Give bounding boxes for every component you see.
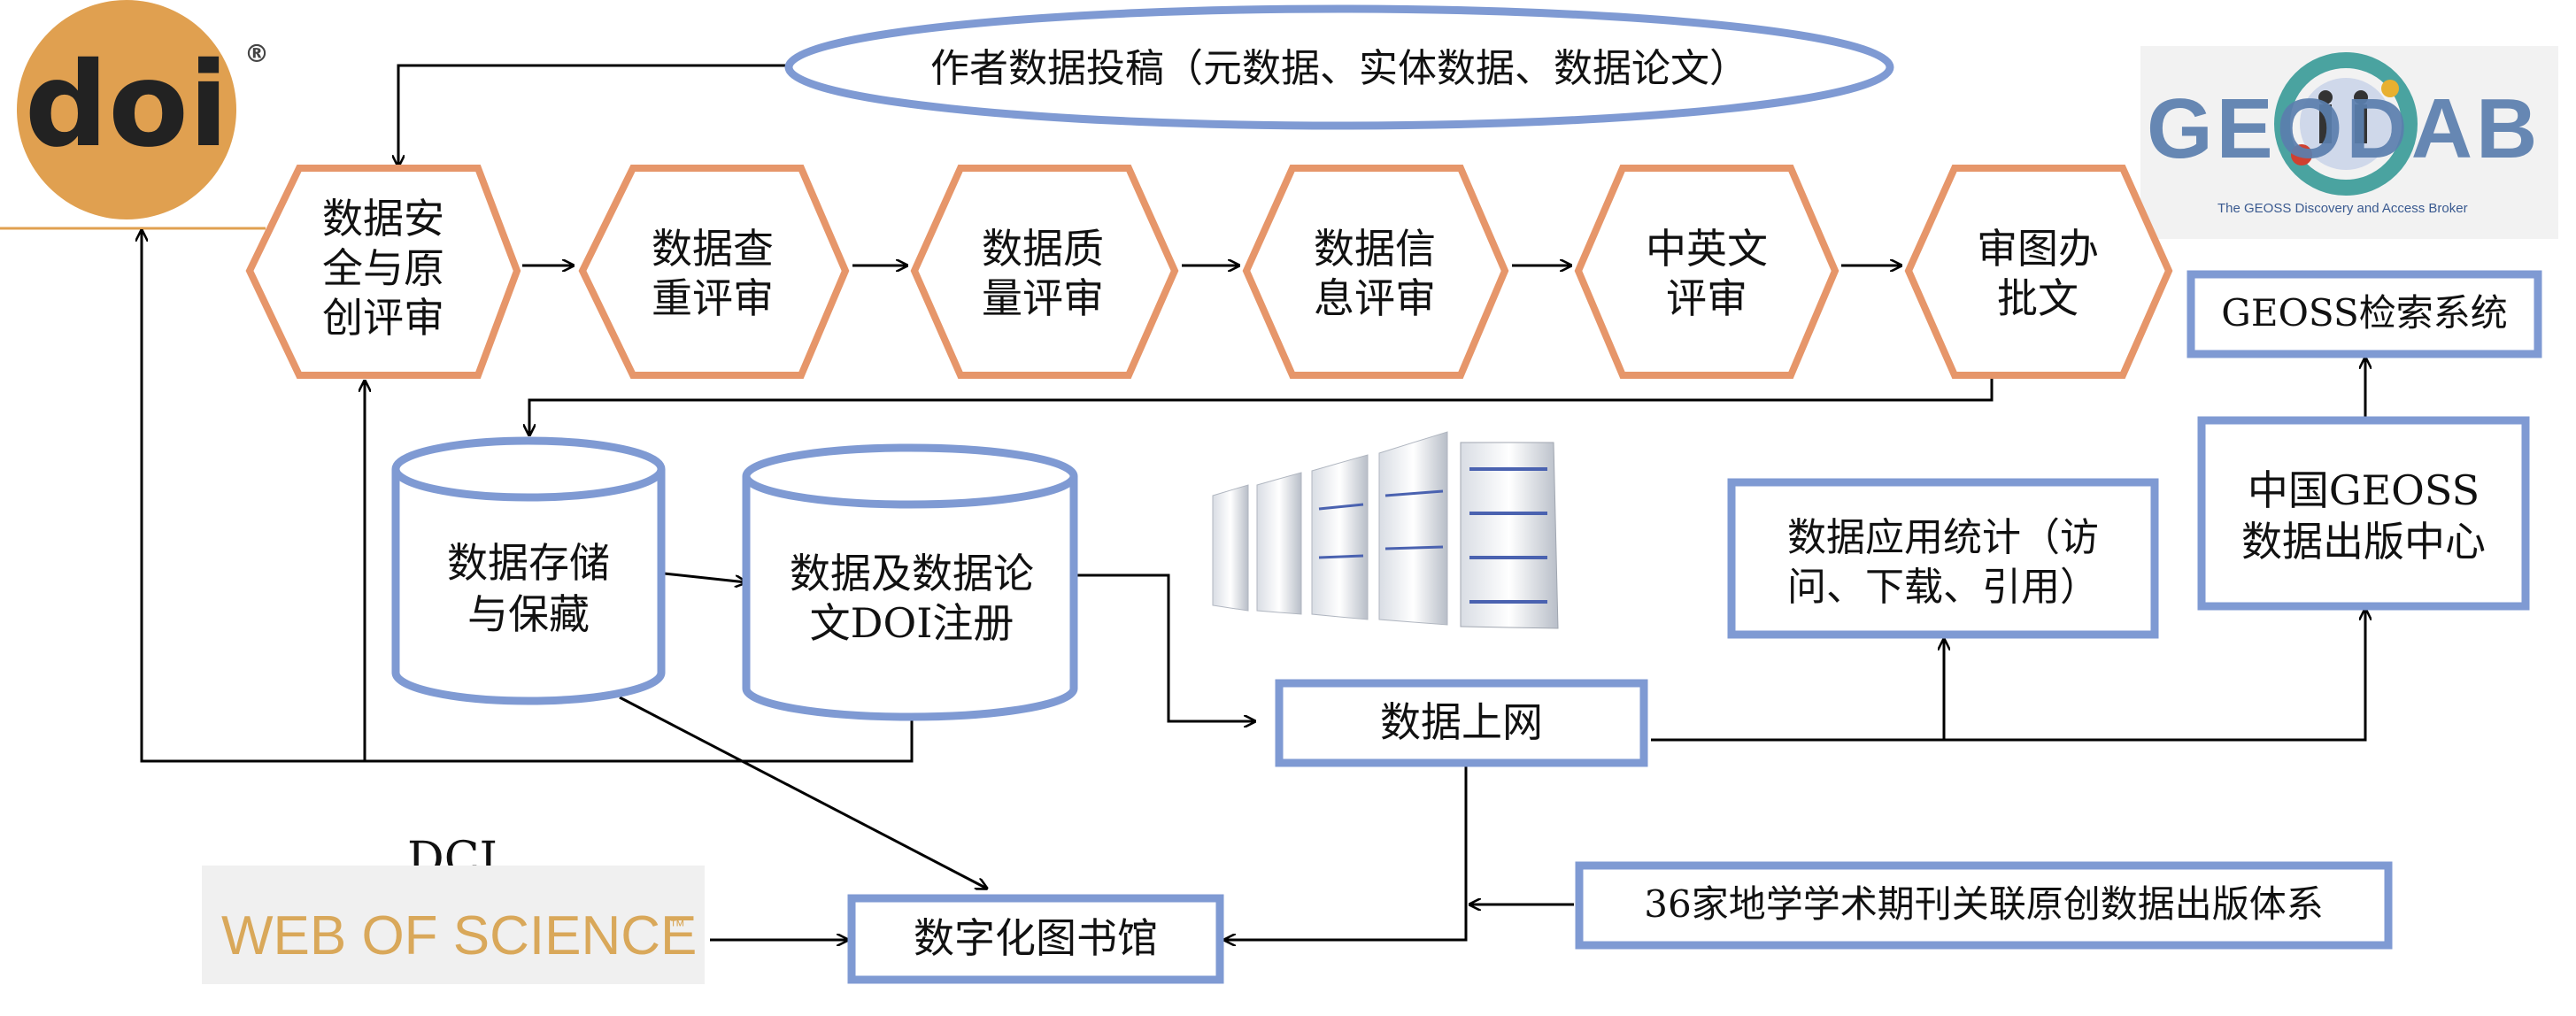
svg-text:数据应用统计（访: 数据应用统计（访 (1787, 515, 2099, 560)
connectors (142, 64, 2365, 940)
digital-library-node: 数字化图书馆 (847, 894, 1224, 984)
svg-text:全与原: 全与原 (322, 244, 444, 292)
wos-logo: DCI WEB OF SCIENCE ™ (202, 833, 705, 984)
wos-trademark: ™ (669, 917, 685, 935)
journals-node: 36家地学学术期刊关联原创数据出版体系 (1575, 861, 2393, 950)
review-map-node: 审图办 批文 (1904, 165, 2173, 379)
svg-text:数据信: 数据信 (1314, 225, 1436, 273)
svg-text:36家地学学术期刊关联原创数据出版体系: 36家地学学术期刊关联原创数据出版体系 (1644, 882, 2323, 926)
svg-text:数字化图书馆: 数字化图书馆 (914, 914, 1158, 962)
svg-text:GEOSS检索系统: GEOSS检索系统 (2221, 291, 2507, 335)
online-node: 数据上网 (1275, 679, 1648, 767)
geodab-subtitle: The GEOSS Discovery and Access Broker (2217, 201, 2468, 216)
geoss-center-node: 中国GEOSS 数据出版中心 (2197, 416, 2530, 611)
svg-text:数据安: 数据安 (322, 195, 444, 242)
author-submission-label: 作者数据投稿（元数据、实体数据、数据论文） (930, 46, 1748, 91)
svg-text:数据出版中心: 数据出版中心 (2241, 518, 2486, 566)
svg-text:创评审: 创评审 (322, 294, 444, 342)
geoss-search-node: GEOSS检索系统 (2187, 270, 2542, 358)
review-language-node: 中英文 评审 (1574, 165, 1839, 379)
svg-text:批文: 批文 (1997, 274, 2079, 322)
doi-registered-mark: ® (244, 39, 269, 68)
svg-text:问、下载、引用）: 问、下载、引用） (1787, 565, 2099, 610)
review-duplicate-node: 数据查 重评审 (578, 165, 850, 379)
geodab-logo-text: GEODAB (2147, 81, 2541, 176)
svg-text:重评审: 重评审 (652, 274, 774, 322)
doi-register-node: 数据及数据论 文DOI注册 (742, 443, 1078, 721)
author-submission-node: 作者数据投稿（元数据、实体数据、数据论文） (784, 4, 1894, 130)
svg-text:与保藏: 与保藏 (467, 590, 590, 638)
svg-text:息评审: 息评审 (1314, 274, 1436, 322)
doi-logo-text: doi (25, 37, 228, 173)
server-image (1156, 431, 1627, 634)
review-info-node: 数据信 息评审 (1242, 165, 1509, 379)
geodab-logo: GEODAB The GEOSS Discovery and Access Br… (2140, 46, 2558, 239)
svg-text:审图办: 审图办 (1977, 225, 2099, 273)
svg-text:中国GEOSS: 中国GEOSS (2248, 466, 2480, 514)
svg-text:数据质: 数据质 (982, 225, 1104, 273)
doi-logo: doi ® (0, 0, 269, 230)
usage-stats-node: 数据应用统计（访 问、下载、引用） (1727, 478, 2159, 639)
svg-text:数据存储: 数据存储 (447, 539, 610, 587)
svg-text:数据查: 数据查 (652, 225, 774, 273)
review-quality-node: 数据质 量评审 (910, 165, 1179, 379)
wos-logo-text: WEB OF SCIENCE (221, 905, 697, 966)
svg-text:中英文: 中英文 (1646, 225, 1768, 273)
svg-text:数据上网: 数据上网 (1380, 698, 1543, 746)
svg-text:文DOI注册: 文DOI注册 (810, 599, 1014, 647)
review-security-node: 数据安 全与原 创评审 (245, 165, 521, 379)
svg-text:数据及数据论: 数据及数据论 (790, 550, 1034, 597)
svg-text:评审: 评审 (1666, 274, 1747, 322)
storage-node: 数据存储 与保藏 (391, 436, 666, 705)
svg-text:量评审: 量评审 (982, 274, 1104, 322)
